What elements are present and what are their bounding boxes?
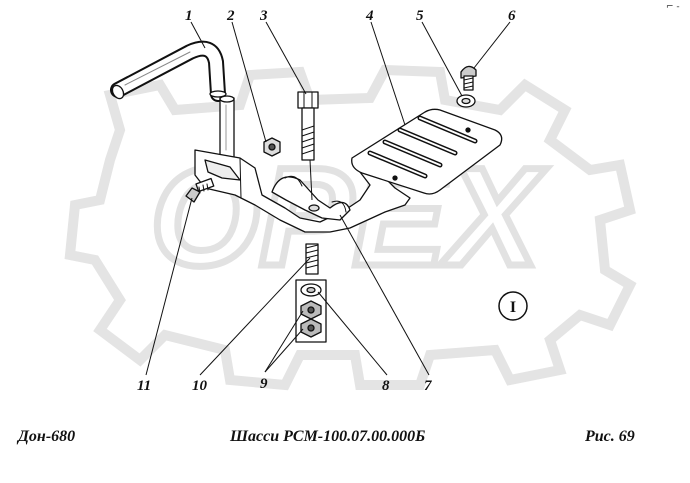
washer-part-5	[456, 94, 476, 108]
callout-2: 2	[226, 8, 235, 24]
callout-9: 9	[260, 376, 268, 392]
callout-11: 11	[137, 378, 151, 394]
callout-10: 10	[192, 378, 208, 394]
mounting-bracket	[194, 149, 411, 233]
view-marker: I	[498, 291, 528, 321]
leader-lines	[145, 21, 511, 376]
nut-part-9-upper	[300, 300, 322, 320]
stud-part-10	[305, 243, 319, 275]
callout-5: 5	[416, 8, 424, 24]
callout-8: 8	[382, 378, 390, 394]
bolt-part-3	[297, 91, 319, 161]
assembly-title: Шасси РСМ-100.07.00.000Б	[230, 428, 426, 445]
nut-part-2	[263, 137, 281, 157]
corner-mark: ⌐ -	[666, 2, 680, 12]
view-marker-label: I	[510, 299, 516, 316]
bent-rod-part-1	[110, 40, 227, 102]
callout-4: 4	[365, 8, 374, 24]
pedal-plate-part-4	[351, 108, 503, 195]
callout-7: 7	[424, 378, 432, 394]
bolt-part-11	[185, 177, 215, 203]
callout-1: 1	[185, 8, 193, 24]
model-label: Дон-680	[18, 428, 76, 445]
bolt-part-6	[460, 65, 477, 91]
callout-3: 3	[259, 8, 268, 24]
watermark-gear	[64, 64, 637, 391]
figure-number: Рис. 69	[585, 428, 635, 445]
tube-part-2	[219, 95, 235, 159]
callout-labels: 1 2 3 4 5 6 7 8 9 10 11	[137, 8, 516, 394]
clamp-part-7	[271, 175, 351, 221]
callout-6: 6	[508, 8, 516, 24]
